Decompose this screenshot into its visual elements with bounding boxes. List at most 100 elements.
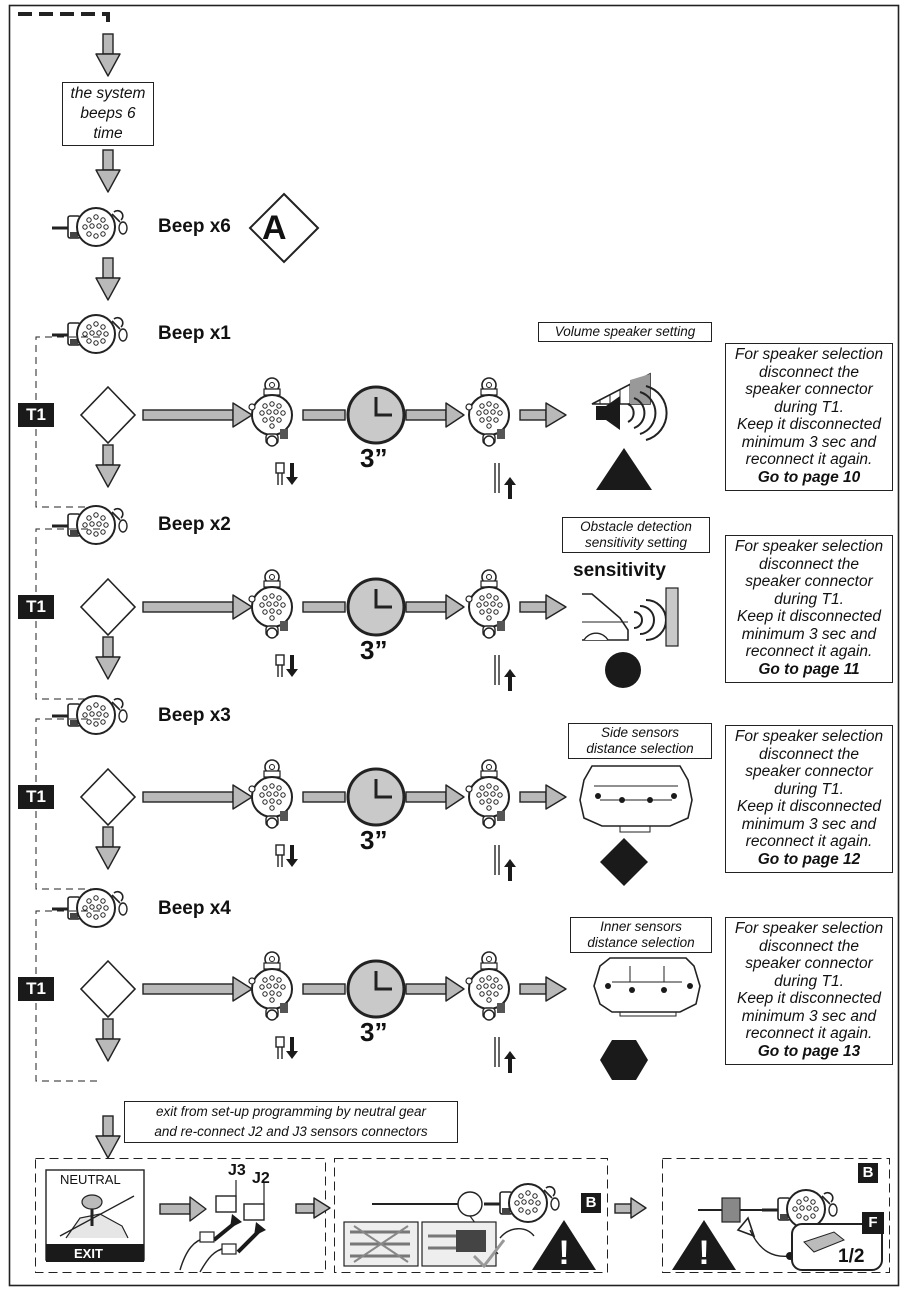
timer-t1-badge: T1 (18, 785, 54, 809)
page-border (8, 4, 900, 1287)
seconds-label: 3” (360, 635, 388, 665)
connector-plug-icon (179, 1180, 266, 1273)
instruction-line: For speaker selection (734, 728, 884, 745)
instruction-line: reconnect it again. (745, 833, 873, 850)
badge-b: B (858, 1163, 878, 1183)
neutral-label: NEUTRAL (60, 1172, 121, 1187)
flow-row-3 (36, 719, 566, 889)
start-note-line: beeps 6 (80, 105, 136, 122)
instruction-line: speaker connector (745, 381, 873, 398)
instruction-line: speaker connector (745, 763, 873, 780)
seconds-label: 3” (360, 443, 388, 473)
instruction-line: Keep it disconnected (737, 798, 881, 815)
caption-line: Side sensors (600, 725, 680, 740)
triangle-symbol (596, 448, 652, 490)
circle-symbol (605, 652, 641, 688)
warning-panel (662, 1158, 890, 1273)
sensitivity-label: sensitivity (573, 560, 666, 581)
arrow-down-icon (95, 1115, 121, 1159)
inner-bumper-icon (593, 957, 701, 1017)
caption-line: distance selection (586, 741, 694, 756)
instruction-line: during T1. (774, 972, 844, 990)
flow-row-4 (36, 911, 566, 1081)
timer-t1-badge: T1 (18, 977, 54, 1001)
magnifier-icon (457, 1191, 483, 1217)
arrow-down-icon (95, 149, 121, 193)
instruction-line: Keep it disconnected (737, 990, 881, 1007)
speaker-icon (482, 1182, 561, 1224)
arrow-down-icon (95, 33, 121, 77)
j3-label: J3 (228, 1162, 246, 1179)
exit-note: exit from set-up programming by neutral … (124, 1101, 458, 1143)
instruction-line: Keep it disconnected (737, 416, 881, 433)
goto-link: Go to page 11 (758, 660, 860, 678)
hexagon-symbol (600, 1040, 648, 1080)
instruction-line: reconnect it again. (745, 1025, 873, 1042)
speaker-icon (50, 313, 129, 355)
warning-icon (532, 1220, 596, 1270)
caption-line: distance selection (587, 935, 695, 950)
badge-b: B (581, 1193, 601, 1213)
badge-a: A (262, 209, 287, 247)
neutral-panel (35, 1158, 326, 1273)
speaker-icon (50, 504, 129, 546)
connector-sleeve-icon (721, 1197, 741, 1223)
goto-link: Go to page 10 (757, 468, 861, 486)
caption-line: Volume speaker setting (554, 324, 696, 339)
arrow-down-icon (95, 257, 121, 301)
speaker-icon (50, 206, 129, 248)
instruction-line: minimum 3 sec and (741, 433, 877, 451)
speaker-icon (50, 887, 129, 929)
flow-row-1 (36, 337, 566, 507)
seconds-label: 3” (360, 1017, 388, 1047)
timer-t1-badge: T1 (18, 595, 54, 619)
exit-note-line: and re-connect J2 and J3 sensors connect… (154, 1124, 428, 1139)
caption-line: Obstacle detection (580, 519, 692, 534)
caption-line: Inner sensors (600, 919, 682, 934)
instruction-line: For speaker selection (734, 920, 884, 937)
instruction-line: speaker connector (745, 573, 873, 590)
car-sensor-icon (582, 587, 679, 647)
warning-icon (672, 1220, 736, 1270)
instruction-line: disconnect the (759, 745, 859, 763)
exit-label: EXIT (74, 1246, 103, 1261)
instruction-line: disconnect the (759, 555, 859, 573)
start-note: the system beeps 6 time (62, 82, 154, 146)
start-note-line: time (93, 125, 123, 142)
j2-label: J2 (252, 1170, 270, 1187)
instruction-line: Keep it disconnected (737, 608, 881, 625)
exit-note-line: exit from set-up programming by neutral … (155, 1104, 427, 1119)
instruction-line: during T1. (774, 780, 844, 798)
goto-link: Go to page 13 (757, 1042, 861, 1060)
svg-text:!: ! (558, 1234, 569, 1272)
instruction-line: during T1. (774, 398, 844, 416)
goto-link: Go to page 12 (757, 850, 861, 868)
badge-diamond-icon (248, 192, 320, 264)
instruction-line: minimum 3 sec and (741, 1007, 877, 1025)
instruction-line: reconnect it again. (745, 643, 873, 660)
instruction-line: speaker connector (745, 955, 873, 972)
check-icon (472, 1239, 506, 1269)
seconds-label: 3” (360, 825, 388, 855)
svg-text:!: ! (698, 1234, 709, 1272)
flow-row-2 (36, 529, 566, 699)
entry-line (18, 12, 110, 28)
connector-panel (334, 1158, 608, 1273)
badge-f: F (862, 1212, 884, 1234)
timer-t1-badge: T1 (18, 403, 54, 427)
beep-label: Beep x1 (158, 323, 231, 344)
beep-label: Beep x4 (158, 898, 231, 919)
instruction-line: disconnect the (759, 363, 859, 381)
instruction-line: disconnect the (759, 937, 859, 955)
eye-icon (499, 1228, 535, 1239)
start-note-line: the system (70, 85, 146, 102)
instruction-line: For speaker selection (734, 538, 884, 555)
